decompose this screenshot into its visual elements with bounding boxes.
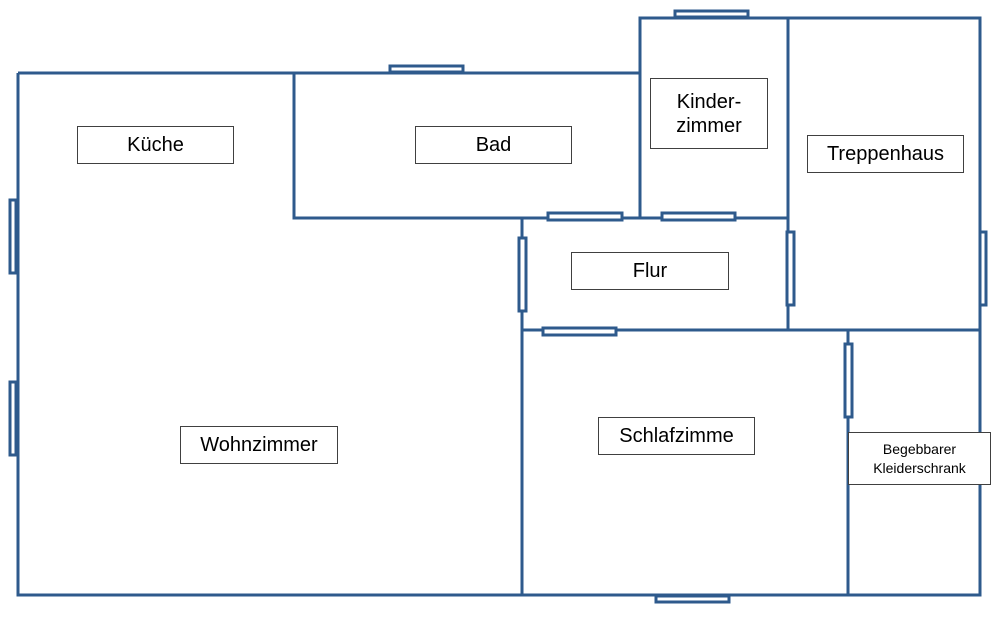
room-label-kleiderschrank: Begebbarer Kleiderschrank bbox=[848, 432, 991, 485]
door-flur-left bbox=[517, 236, 528, 313]
door-kinderzimmer bbox=[660, 211, 737, 222]
room-label-wohnzimmer: Wohnzimmer bbox=[180, 426, 338, 464]
window-treppenhaus-right bbox=[978, 230, 988, 307]
room-label-schlafzimmer: Schlafzimme bbox=[598, 417, 755, 455]
window-kinderzimmer bbox=[673, 9, 750, 19]
door-flur-right bbox=[785, 230, 796, 307]
window-living-left bbox=[8, 380, 18, 457]
room-label-treppenhaus: Treppenhaus bbox=[807, 135, 964, 173]
door-kleiderschrank bbox=[843, 342, 854, 419]
door-bath bbox=[546, 211, 624, 222]
window-bath bbox=[388, 64, 465, 74]
room-label-bad: Bad bbox=[415, 126, 572, 164]
room-label-flur: Flur bbox=[571, 252, 729, 290]
door-schlafzimmer bbox=[541, 326, 618, 337]
room-label-kueche: Küche bbox=[77, 126, 234, 164]
room-label-kinderzimmer: Kinder- zimmer bbox=[650, 78, 768, 149]
outer-wall bbox=[16, 16, 982, 597]
window-schlafzimmer-bottom bbox=[654, 594, 731, 604]
window-kitchen-left bbox=[8, 198, 18, 275]
